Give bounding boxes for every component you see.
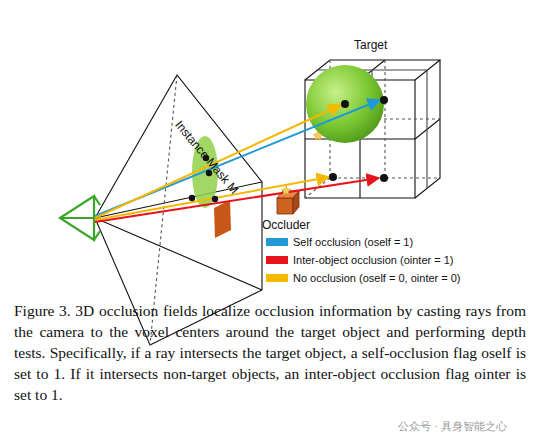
legend-swatch <box>266 256 288 264</box>
legend-entry: Inter-object occlusion (ointer = 1) <box>266 254 454 266</box>
legend-swatch <box>266 274 288 282</box>
part-label: Occluder <box>262 218 310 232</box>
legend-entry: No occlusion (oself = 0, ointer = 0) <box>266 272 461 284</box>
figure-caption: Figure 3. 3D occlusion fields localize o… <box>14 300 526 405</box>
camera-icon <box>60 196 100 240</box>
legend-entry: Self occlusion (oself = 1) <box>266 236 413 248</box>
watermark: 公众号 · 具身智能之心 <box>398 419 508 434</box>
part-label: Target <box>354 38 387 52</box>
hit-stars <box>281 131 323 195</box>
rays <box>95 100 380 222</box>
occluder-label: Occluder <box>262 218 310 232</box>
mask-occluder <box>214 200 231 238</box>
legend-swatch <box>266 238 288 246</box>
legend-text: Self occlusion (oself = 1) <box>293 236 413 248</box>
legend-text: No occlusion (oself = 0, ointer = 0) <box>293 272 461 284</box>
target-label: Target <box>354 38 387 52</box>
voxel-centers <box>189 96 388 202</box>
legend-text: Inter-object occlusion (ointer = 1) <box>293 254 454 266</box>
